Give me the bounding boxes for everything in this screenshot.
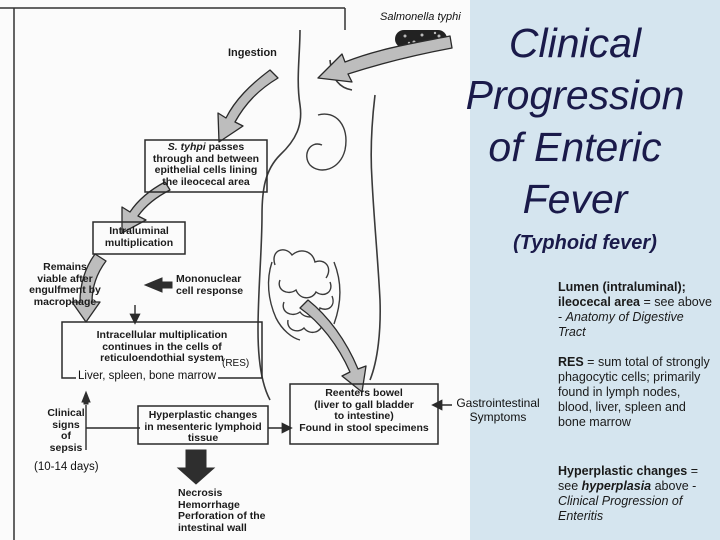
intracellular-line-1: Intracellular multiplication bbox=[96, 329, 228, 341]
reenters-line-1: Reenters bowel bbox=[325, 387, 403, 399]
title-line-3: of Enteric bbox=[488, 124, 662, 170]
hyperplastic-text: Hyperplastic changes in mesenteric lymph… bbox=[138, 409, 268, 445]
passes-text: S. tyhpi passes through and between epit… bbox=[145, 141, 267, 188]
organism-label: Salmonella typhi bbox=[380, 11, 461, 23]
ingestion-label: Ingestion bbox=[228, 47, 277, 59]
right-panel bbox=[470, 0, 720, 540]
reenters-text: Reenters bowel (liver to gall bladder to… bbox=[290, 387, 438, 434]
necrosis-line-3: Perforation of the bbox=[178, 510, 266, 522]
mononuclear-line-2: cell response bbox=[176, 284, 244, 297]
note-lumen-bold-1: Lumen (intraluminal); bbox=[558, 280, 686, 294]
note-res-bold: RES bbox=[558, 355, 584, 369]
gi-line-1: Gastrointestinal bbox=[456, 396, 540, 410]
clinical-signs-text: Clinical signs of sepsis bbox=[36, 407, 96, 454]
note-hyper-bold: Hyperplastic changes bbox=[558, 464, 688, 478]
remains-line-3: engulfment by bbox=[29, 284, 101, 296]
note-hyper: Hyperplastic changes = see hyperplasia a… bbox=[558, 464, 714, 524]
intraluminal-line-1: Intraluminal bbox=[109, 225, 169, 237]
gi-line-2: Symptoms bbox=[469, 410, 527, 424]
connector-lines bbox=[85, 305, 452, 450]
note-res: RES = sum total of strongly phagocytic c… bbox=[558, 355, 714, 430]
gi-text: Gastrointestinal Symptoms bbox=[448, 396, 548, 424]
intracellular-line-3: reticuloendothial system bbox=[100, 352, 224, 364]
liver-label: Liver, spleen, bone marrow bbox=[76, 370, 219, 383]
passes-italic: S. tyhpi bbox=[167, 141, 206, 153]
box-reenters bbox=[289, 383, 439, 445]
necrosis-line-1: Necrosis bbox=[178, 487, 223, 499]
arrow-intraluminal-to-intracellular bbox=[71, 253, 107, 323]
title-line-1: Clinical bbox=[508, 20, 642, 66]
title-line-4: Fever bbox=[522, 176, 628, 222]
intracellular-line-2: continues in the cells of bbox=[102, 340, 222, 353]
mononuclear-line-1: Mononuclear bbox=[176, 273, 242, 285]
necrosis-line-4: intestinal wall bbox=[178, 521, 247, 534]
note-lumen-bold-2: ileocecal area bbox=[558, 295, 641, 309]
intraluminal-line-2: multiplication bbox=[104, 236, 174, 249]
subtitle: (Typhoid fever) bbox=[513, 232, 657, 254]
scanned-diagram-area bbox=[470, 0, 471, 540]
hyperplastic-line-1: Hyperplastic changes bbox=[148, 409, 258, 421]
clinical-signs-line-4: sepsis bbox=[49, 441, 83, 454]
remains-line-4: macrophage bbox=[33, 295, 97, 308]
necrosis-line-2: Hemorrhage bbox=[178, 498, 240, 511]
arrow-ingestion-to-passes bbox=[217, 69, 279, 143]
passes-line-3: epithelial cells lining bbox=[154, 164, 258, 176]
reenters-line-4: Found in stool specimens bbox=[299, 421, 429, 434]
box-intraluminal bbox=[92, 221, 186, 255]
arrow-gut-to-reenters bbox=[299, 299, 367, 393]
days-label: (10-14 days) bbox=[34, 461, 99, 473]
arrow-down-necrosis bbox=[176, 449, 216, 485]
intestines-drawing bbox=[267, 113, 347, 341]
note-res-rest: = sum total of strongly phagocytic cells… bbox=[558, 355, 710, 429]
arrow-mononuclear bbox=[143, 277, 173, 293]
intraluminal-text: Intraluminal multiplication bbox=[93, 225, 185, 249]
note-lumen: Lumen (intraluminal); ileocecal area = s… bbox=[558, 280, 714, 340]
necrosis-text: Necrosis Hemorrhage Perforation of the i… bbox=[178, 487, 318, 534]
clinical-signs-line-1: Clinical bbox=[47, 407, 85, 419]
hyperplastic-line-2: in mesenteric lymphoid bbox=[144, 420, 262, 433]
passes-line-2: through and between bbox=[152, 152, 260, 165]
frame-lines bbox=[0, 7, 346, 540]
mononuclear-text: Mononuclear cell response bbox=[176, 273, 261, 297]
reenters-line-2: (liver to gall bladder bbox=[314, 398, 414, 411]
note-hyper-rest: = see bbox=[558, 464, 698, 493]
res-tag: (RES) bbox=[222, 358, 250, 369]
note-lumen-italic: Anatomy of Digestive Tract bbox=[558, 310, 684, 339]
note-hyper-rest-2: above - bbox=[651, 479, 697, 493]
arrow-to-ingestion bbox=[317, 35, 453, 83]
box-hyperplastic bbox=[137, 405, 269, 445]
dark-arrows bbox=[81, 277, 216, 485]
remains-text: Remains viable after engulfment by macro… bbox=[20, 261, 110, 308]
intracellular-text: Intracellular multiplication continues i… bbox=[62, 329, 262, 365]
reenters-line-3: to intestine) bbox=[334, 410, 394, 422]
hyperplastic-line-3: tissue bbox=[187, 432, 219, 444]
note-lumen-rest: = see above - bbox=[558, 295, 712, 324]
note-hyper-italic: Clinical Progression of Enteritis bbox=[558, 494, 683, 523]
passes-rest: passes bbox=[205, 141, 245, 153]
remains-line-1: Remains bbox=[43, 261, 87, 273]
passes-line-4: the ileocecal area bbox=[162, 175, 250, 188]
clinical-signs-line-3: of bbox=[61, 430, 71, 442]
note-hyper-bolditalic: hyperplasia bbox=[581, 479, 652, 493]
body-outline bbox=[257, 29, 381, 401]
title-line-2: Progression bbox=[465, 72, 685, 118]
box-passes bbox=[144, 139, 268, 193]
clinical-signs-line-2: signs bbox=[52, 418, 80, 431]
remains-line-2: viable after bbox=[37, 272, 93, 285]
